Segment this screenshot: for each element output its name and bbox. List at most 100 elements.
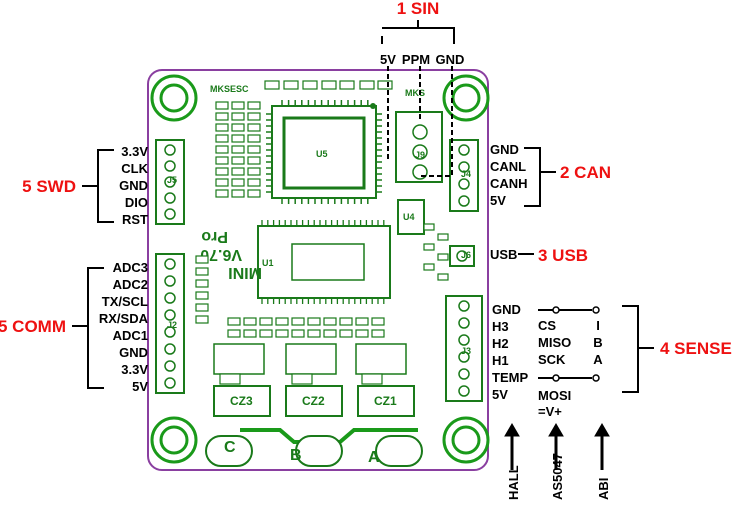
brand-silk: MKSESC [210, 84, 249, 94]
driver-chip: U1 [257, 225, 391, 299]
header-pin [458, 317, 470, 329]
mounting-holes [150, 74, 490, 464]
swd-header [155, 139, 185, 225]
header-pin [164, 360, 176, 372]
driver-label: U1 [262, 258, 274, 268]
comm-title: 5 COMM [0, 317, 66, 336]
bulk-caps: CZ3 CZ2 CZ1 [213, 385, 415, 417]
mcu-label: U5 [316, 149, 328, 159]
sense-hall-label: H1 [492, 353, 509, 368]
cap-cz1: CZ1 [374, 394, 397, 408]
mosfet [355, 343, 407, 375]
sense-jumper-dots [552, 306, 600, 382]
comm-pin-label: 5V [132, 379, 148, 394]
mosfet-cap [291, 373, 313, 385]
model-version: V6.70 [200, 246, 242, 263]
comm-pin-label: 3.3V [121, 362, 148, 377]
sense-hall-label: GND [492, 302, 521, 317]
mount-hole-inner [159, 425, 189, 455]
sense-as5047-label: CS [538, 318, 556, 333]
mosfet [213, 343, 265, 375]
sense-abi-label: I [596, 318, 600, 333]
phase-c: C [224, 439, 236, 456]
header-pin [458, 161, 470, 173]
model-edition: Pro [201, 228, 228, 245]
swd-header-silk: J5 [167, 175, 177, 185]
header-pin [164, 144, 176, 156]
header-pin [164, 326, 176, 338]
mcu-chip: U5 [271, 105, 377, 199]
sense-as5047-label: SCK [538, 352, 566, 367]
comm-header-silk: J2 [167, 320, 177, 330]
mosfet-array [213, 343, 407, 385]
model-name: MINI [228, 264, 262, 281]
sin-pin-label: PPM [402, 52, 430, 67]
top-smd-row [264, 80, 393, 90]
sin-pin-label: GND [436, 52, 465, 67]
resistor-array [215, 101, 261, 198]
comm-pin-label: TX/SCL [102, 294, 148, 309]
regulator-chip [397, 199, 425, 235]
sense-bottom-label: HALL [506, 465, 521, 500]
phase-pads: C B A [205, 428, 423, 467]
swd-title: 5 SWD [22, 177, 76, 196]
can-pin-label: 5V [490, 193, 506, 208]
sense-bottom-label: AS5047 [550, 453, 565, 500]
header-pin [164, 208, 176, 220]
header-pin [458, 195, 470, 207]
sense-hall-label: 5V [492, 387, 508, 402]
usb-title: 3 USB [538, 246, 588, 265]
header-pin [164, 309, 176, 321]
swd-pin-label: RST [122, 212, 148, 227]
brand2-silk: MKS [405, 88, 425, 98]
sin-connector [370, 66, 453, 183]
header-pin [164, 258, 176, 270]
cap-cz2: CZ2 [302, 394, 325, 408]
header-pin [164, 275, 176, 287]
mount-hole-inner [159, 83, 189, 113]
header-pin [458, 385, 470, 397]
cap-cz3: CZ3 [230, 394, 253, 408]
can-pin-label: CANL [490, 159, 526, 174]
sense-abi-label: A [593, 352, 603, 367]
comm-pin-label: ADC1 [113, 328, 148, 343]
header-pin [164, 292, 176, 304]
sense-hall-label: TEMP [492, 370, 528, 385]
header-pin [164, 343, 176, 355]
can-title: 2 CAN [560, 163, 611, 182]
mosfet [285, 343, 337, 375]
swd-pin-label: DIO [125, 195, 148, 210]
sin-title: 1 SIN [397, 0, 440, 18]
sense-as5047-label: =V+ [538, 404, 562, 419]
phase-a: A [368, 449, 380, 466]
comm-pin-label: ADC2 [113, 277, 148, 292]
swd-pin-label: GND [119, 178, 148, 193]
can-pin-label: GND [490, 142, 519, 157]
header-pin [458, 334, 470, 346]
header-pin [458, 178, 470, 190]
regulator-label: U4 [403, 212, 415, 222]
comm-pin-label: GND [119, 345, 148, 360]
sense-arrows [504, 423, 610, 470]
sense-header [445, 295, 483, 402]
mount-hole-inner [451, 83, 481, 113]
comm-header [155, 253, 185, 394]
header-pin [164, 377, 176, 389]
sense-hall-label: H3 [492, 319, 509, 334]
mount-hole-inner [451, 425, 481, 455]
header-pin [458, 368, 470, 380]
sense-abi-label: B [593, 335, 602, 350]
mosfet-cap [361, 373, 383, 385]
sense-bottom-label: ABI [596, 478, 611, 500]
driver-pins [261, 220, 385, 304]
passives-array [195, 223, 449, 338]
comm-pin-label: RX/SDA [99, 311, 149, 326]
sense-as5047-label: MOSI [538, 388, 571, 403]
phase-b: B [290, 447, 302, 464]
usb-header-silk: J6 [461, 250, 471, 260]
mcu-pins [266, 100, 382, 204]
leader-lines [72, 20, 654, 393]
swd-pin-label: CLK [121, 161, 148, 176]
header-pin [456, 250, 468, 262]
